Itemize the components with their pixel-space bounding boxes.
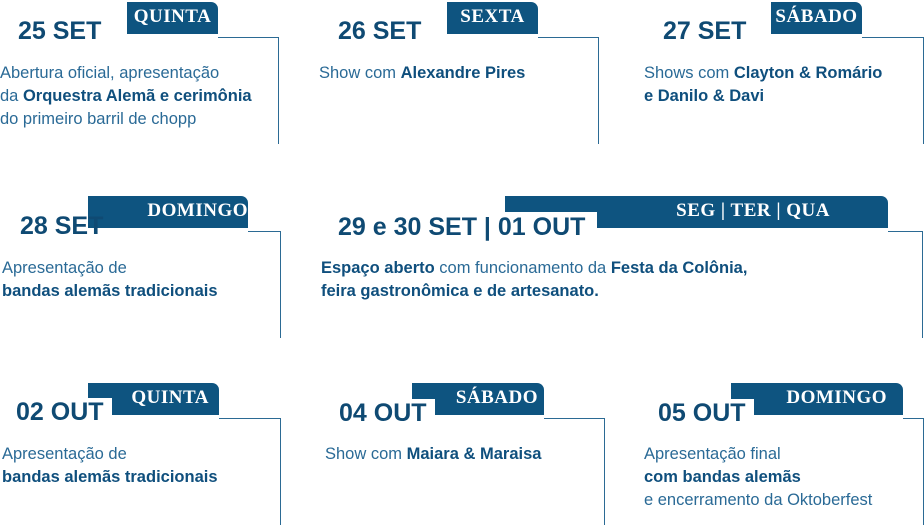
description-line: Abertura oficial, apresentação xyxy=(0,62,252,85)
weekday-tab: DOMINGO xyxy=(731,383,903,415)
description-highlight: Alexandre Pires xyxy=(400,64,526,82)
description-highlight: feira gastronômica e de artesanato. xyxy=(321,282,599,300)
description-text: Apresentação de xyxy=(2,259,127,277)
event-description: Show com Maiara & Maraisa xyxy=(325,443,541,466)
description-line: feira gastronômica e de artesanato. xyxy=(321,280,747,303)
card-frame xyxy=(544,418,605,525)
event-description: Espaço aberto com funcionamento da Festa… xyxy=(321,257,747,303)
description-text: com funcionamento da xyxy=(434,259,611,277)
description-text: Apresentação de xyxy=(2,445,127,463)
weekday-tab: SEXTA xyxy=(447,2,538,34)
description-line: Apresentação de xyxy=(2,443,218,466)
description-line: Show com Maiara & Maraisa xyxy=(325,443,541,466)
card-frame xyxy=(248,231,281,338)
description-highlight: Clayton & Romário xyxy=(733,64,883,82)
description-text: do primeiro barril de chopp xyxy=(0,110,197,128)
event-description: Shows com Clayton & Romário e Danilo & Da… xyxy=(644,62,882,108)
card-frame xyxy=(219,418,281,525)
description-highlight: Orquestra Alemã e cerimônia xyxy=(22,87,252,105)
description-line: Show com Alexandre Pires xyxy=(319,62,525,85)
description-highlight: Espaço aberto xyxy=(321,259,435,277)
description-highlight: e Danilo & Davi xyxy=(644,87,765,105)
event-description: Apresentação de bandas alemãs tradicionai… xyxy=(2,257,218,303)
card-frame xyxy=(538,37,599,144)
event-date: 27 SET xyxy=(663,17,747,45)
description-text: Show com xyxy=(319,64,401,82)
event-date: 26 SET xyxy=(338,17,422,45)
description-text: Show com xyxy=(325,445,407,463)
description-line: e Danilo & Davi xyxy=(644,85,882,108)
description-line: bandas alemãs tradicionais xyxy=(2,280,218,303)
description-line: do primeiro barril de chopp xyxy=(0,108,252,131)
description-line: Shows com Clayton & Romário xyxy=(644,62,882,85)
description-text: Apresentação final xyxy=(644,445,781,463)
description-text: Shows com xyxy=(644,64,734,82)
description-line: e encerramento da Oktoberfest xyxy=(644,489,872,512)
weekday-tab: QUINTA xyxy=(127,2,218,34)
event-date: 25 SET xyxy=(18,17,102,45)
description-line: Espaço aberto com funcionamento da Festa… xyxy=(321,257,747,280)
event-description: Apresentação final com bandas alemãs e enc… xyxy=(644,443,872,512)
card-frame xyxy=(903,418,924,525)
event-date: 02 OUT xyxy=(16,398,112,426)
description-line: da Orquestra Alemã e cerimônia xyxy=(0,85,252,108)
event-date: 29 e 30 SET | 01 OUT xyxy=(338,212,598,248)
description-text: Abertura oficial, apresentação xyxy=(0,64,220,82)
card-frame xyxy=(888,231,923,338)
card-frame xyxy=(218,37,279,144)
weekday-tab: SÁBADO xyxy=(771,2,862,34)
description-line: bandas alemãs tradicionais xyxy=(2,466,218,489)
description-line: Apresentação de xyxy=(2,257,218,280)
weekday-tab: DOMINGO xyxy=(88,196,248,228)
event-description: Show com Alexandre Pires xyxy=(319,62,525,85)
description-line: com bandas alemãs xyxy=(644,466,872,489)
event-date: 04 OUT xyxy=(339,399,435,427)
event-date: 05 OUT xyxy=(658,399,754,427)
description-text: e encerramento da Oktoberfest xyxy=(644,491,873,509)
description-highlight: bandas alemãs tradicionais xyxy=(2,282,218,300)
description-highlight: com bandas alemãs xyxy=(644,468,801,486)
event-date: 28 SET xyxy=(20,212,104,240)
description-highlight: bandas alemãs tradicionais xyxy=(2,468,218,486)
description-text: da xyxy=(0,87,23,105)
event-description: Apresentação de bandas alemãs tradicionai… xyxy=(2,443,218,489)
description-highlight: Maiara & Maraisa xyxy=(406,445,542,463)
description-highlight: Festa da Colônia, xyxy=(610,259,748,277)
description-line: Apresentação final xyxy=(644,443,872,466)
event-description: Abertura oficial, apresentação da Orquest… xyxy=(0,62,252,131)
